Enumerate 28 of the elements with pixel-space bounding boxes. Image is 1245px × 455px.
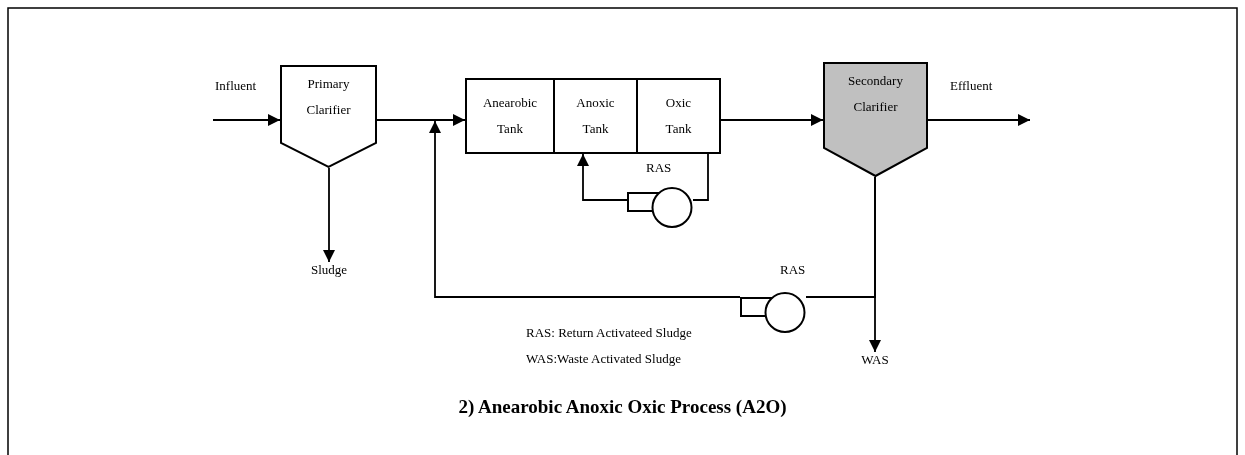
flow-line — [692, 153, 709, 201]
clarifier-tank — [823, 62, 928, 177]
flow-arrow — [577, 153, 628, 201]
clarifier-tank — [280, 65, 377, 168]
flow-arrow — [212, 114, 281, 126]
flow-line — [805, 176, 876, 298]
note-text: WAS:Waste Activated Sludge — [526, 351, 681, 367]
flow-arrow — [720, 114, 824, 126]
tank-label: Secondary Clarifier — [847, 72, 904, 116]
tank-box — [553, 78, 638, 154]
tank-label: Anoxic Tank — [576, 94, 615, 138]
diagram-title: 2) Anearobic Anoxic Oxic Process (A2O) — [457, 396, 788, 418]
note-text: RAS — [780, 262, 806, 278]
pump-symbol — [627, 187, 693, 228]
flow-arrow — [323, 167, 335, 263]
tank-box — [465, 78, 555, 154]
flow-arrow — [429, 120, 741, 298]
tank-label: Primary Clarifier — [305, 75, 352, 119]
tank-label: Anearobic Tank — [482, 94, 538, 138]
note-text: RAS — [646, 160, 672, 176]
flow-arrow — [376, 114, 466, 126]
note-text: RAS: Return Activateed Sludge — [526, 325, 692, 341]
stream-label: WAS — [860, 352, 890, 368]
tank-label: Oxic Tank — [665, 94, 692, 138]
tank-box — [636, 78, 721, 154]
stream-label: Sludge — [309, 262, 349, 278]
flow-arrow — [927, 114, 1031, 126]
pump-symbol — [740, 292, 806, 333]
